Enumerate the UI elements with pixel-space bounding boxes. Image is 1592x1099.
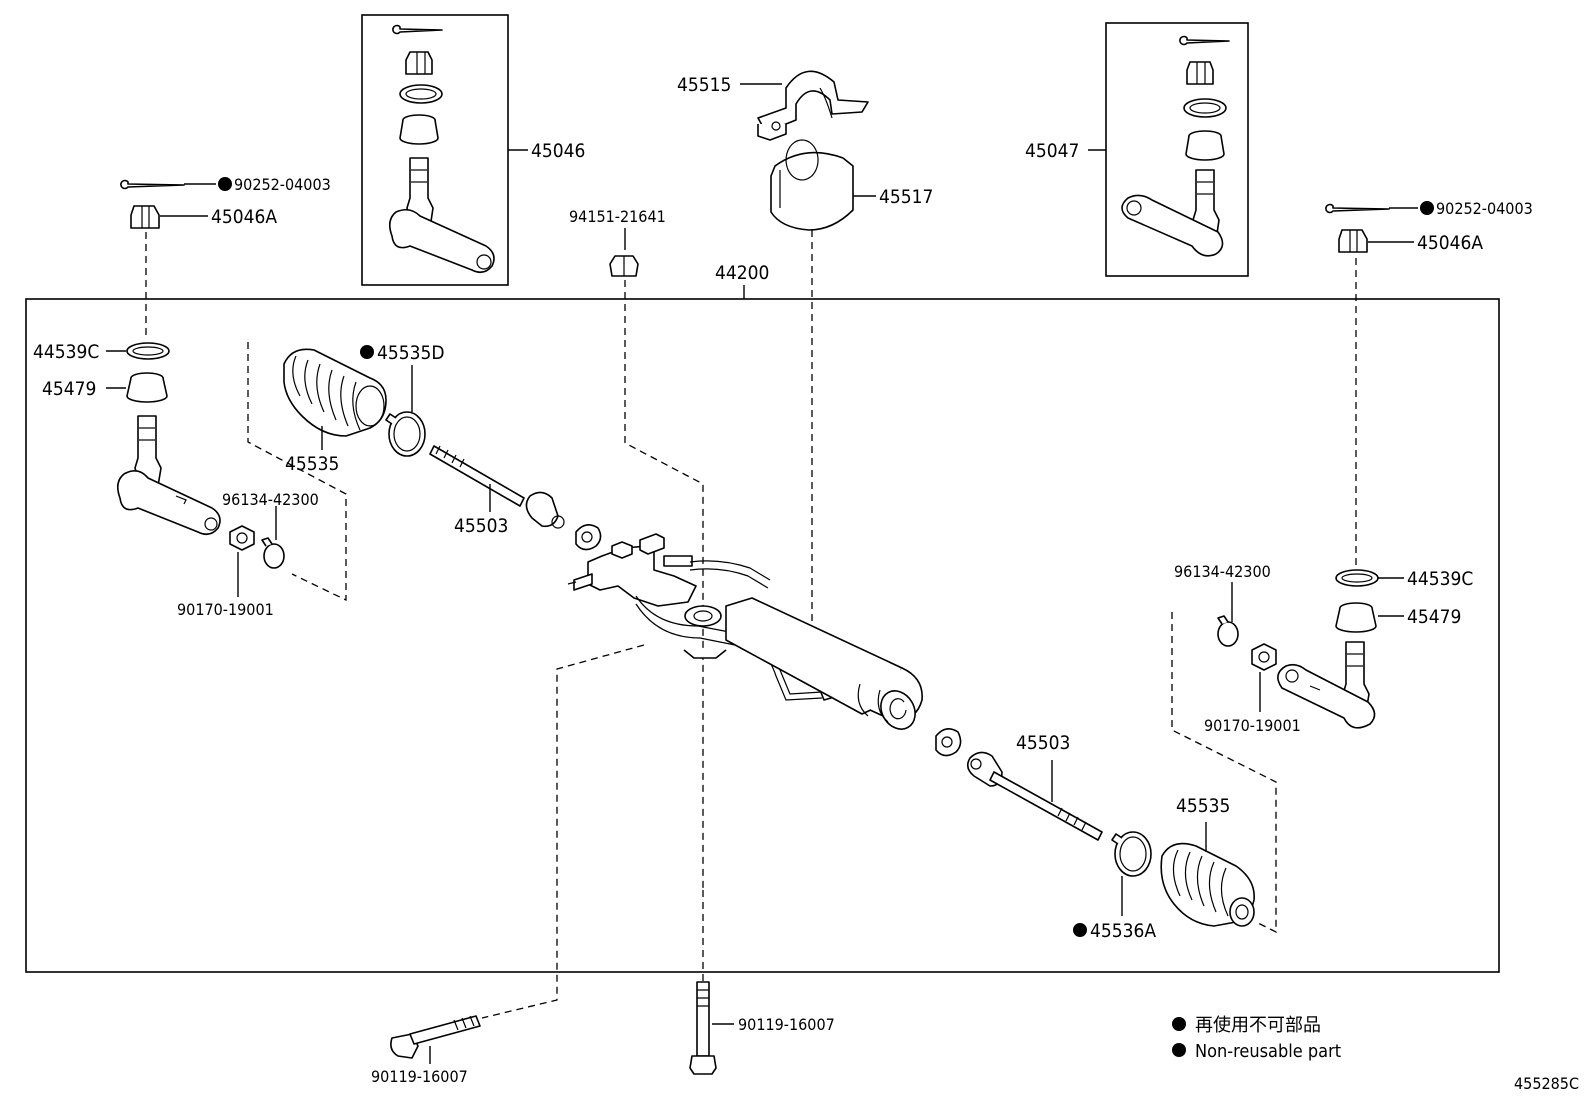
tie-rod-end-icon — [388, 157, 495, 274]
non-reusable-dot — [1172, 1017, 1186, 1031]
cotter-pin-icon — [392, 24, 443, 35]
non-reusable-dot — [1420, 201, 1434, 215]
boot-clamp-45536A-icon — [1111, 831, 1152, 877]
tie-rod-end-icon — [1277, 641, 1376, 729]
label-45503-right: 45503 — [1016, 732, 1070, 754]
rack-bracket-45515 — [757, 70, 869, 141]
castle-nut-icon — [1186, 61, 1214, 85]
label-44539C-right: 44539C — [1407, 568, 1473, 590]
legend-jp-text: 再使用不可部品 — [1195, 1015, 1321, 1036]
castle-nut-icon — [405, 51, 433, 75]
dust-seal-icon — [1185, 130, 1225, 161]
castle-nut-icon — [130, 205, 160, 229]
boot-clamp-45535D-icon — [385, 411, 426, 457]
label-45535D: 45535D — [377, 342, 445, 364]
non-reusable-dot — [360, 345, 374, 359]
dust-boot-icon — [1335, 602, 1377, 633]
cotter-pin-icon — [1179, 35, 1230, 46]
boot-clamp-icon — [261, 537, 285, 569]
label-45517: 45517 — [879, 186, 933, 208]
steering-boot-45535-right — [1160, 842, 1255, 927]
assembly-frame — [25, 298, 1500, 973]
dust-seal-icon — [399, 114, 439, 145]
washer-icon — [399, 84, 443, 104]
dust-boot-icon — [126, 372, 168, 403]
label-45046A-left: 45046A — [211, 206, 277, 228]
label-96134-42300-left: 96134-42300 — [222, 490, 319, 509]
tie-rod-end-icon — [116, 415, 221, 536]
snap-ring-icon — [1335, 569, 1379, 587]
cotter-pin-icon — [120, 179, 185, 190]
label-45535-right: 45535 — [1176, 795, 1230, 817]
label-94151-21641: 94151-21641 — [569, 207, 666, 226]
bolt-icon-right — [689, 981, 717, 1075]
bolt-icon-left — [390, 1015, 481, 1059]
steering-boot-45535-left — [283, 348, 387, 437]
label-90119-16007-right: 90119-16007 — [738, 1015, 835, 1034]
label-45046: 45046 — [531, 140, 585, 162]
label-90252-04003-right: 90252-04003 — [1436, 199, 1533, 218]
lock-nut-icon — [1251, 643, 1277, 671]
boot-clamp-icon — [1217, 615, 1239, 647]
label-45047: 45047 — [1025, 140, 1079, 162]
castle-nut-icon — [1338, 229, 1368, 253]
cotter-pin-icon — [1325, 203, 1390, 214]
rack-bushing-45517 — [770, 139, 854, 231]
label-44539C-left: 44539C — [33, 341, 99, 363]
label-44200: 44200 — [715, 262, 769, 284]
snap-ring-icon — [126, 342, 170, 360]
label-45046A-right: 45046A — [1417, 232, 1483, 254]
label-90170-19001-left: 90170-19001 — [177, 600, 274, 619]
label-45479-left: 45479 — [42, 378, 96, 400]
label-45503-left: 45503 — [454, 515, 508, 537]
non-reusable-dot — [1073, 923, 1087, 937]
lock-washer-icon — [575, 524, 602, 551]
label-45536A: 45536A — [1090, 920, 1156, 942]
non-reusable-dot — [218, 177, 232, 191]
label-90170-19001-right: 90170-19001 — [1204, 716, 1301, 735]
label-90119-16007-left: 90119-16007 — [371, 1067, 468, 1086]
inner-tie-rod-45503-right — [966, 751, 1103, 841]
label-96134-42300-right: 96134-42300 — [1174, 562, 1271, 581]
label-45479-right: 45479 — [1407, 606, 1461, 628]
inner-tie-rod-45503-left — [429, 445, 565, 529]
lock-washer-icon — [935, 728, 962, 757]
tie-rod-end-icon — [1121, 169, 1224, 257]
label-45535-left: 45535 — [285, 453, 339, 475]
diagram-code: 455285C — [1514, 1074, 1579, 1093]
hex-nut-icon — [609, 255, 639, 277]
lock-nut-icon — [229, 525, 255, 551]
washer-icon — [1183, 98, 1227, 118]
rack-housing — [567, 533, 923, 730]
label-90252-04003-left: 90252-04003 — [234, 175, 331, 194]
label-45515: 45515 — [677, 74, 731, 96]
legend: 再使用不可部品 Non-reusable part — [1172, 1015, 1341, 1062]
legend-en-text: Non-reusable part — [1195, 1041, 1341, 1062]
non-reusable-dot — [1172, 1043, 1186, 1057]
